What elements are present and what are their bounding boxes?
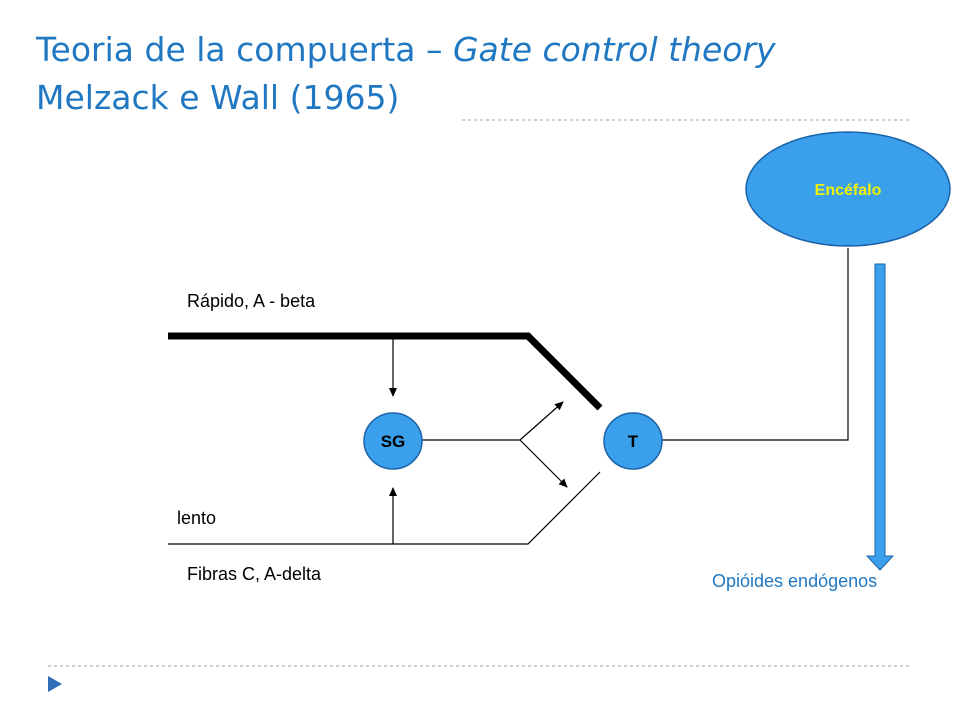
title-line-2: Melzack e Wall (1965) <box>36 78 400 117</box>
fast-fibers-label: Rápido, A - beta <box>187 291 316 311</box>
title-italic: Gate control theory <box>452 30 776 69</box>
t-to-brain-line <box>662 248 849 441</box>
brain-node: Encéfalo <box>745 131 951 247</box>
junction-arrow-down <box>519 439 568 488</box>
title-prefix: Teoria de la compuerta – <box>36 30 453 69</box>
sg-node: SG <box>363 412 423 470</box>
title-line-1: Teoria de la compuerta – Gate control th… <box>36 26 936 74</box>
slow-fiber-line <box>168 471 601 545</box>
sg-node-label: SG <box>381 432 406 451</box>
t-node: T <box>603 412 663 470</box>
opioids-label: Opióides endógenos <box>712 571 877 591</box>
fast-fiber-line <box>168 332 603 411</box>
brain-label: Encéfalo <box>815 182 882 199</box>
slide-title: Teoria de la compuerta – Gate control th… <box>36 26 936 122</box>
triangle-right-icon <box>48 676 62 692</box>
opioid-descending-arrow <box>865 263 895 571</box>
junction-arrow-up <box>519 401 564 441</box>
t-node-label: T <box>628 432 639 451</box>
slow-fibers-label: Fibras C, A-delta <box>187 564 322 584</box>
slow-label: lento <box>177 508 216 528</box>
